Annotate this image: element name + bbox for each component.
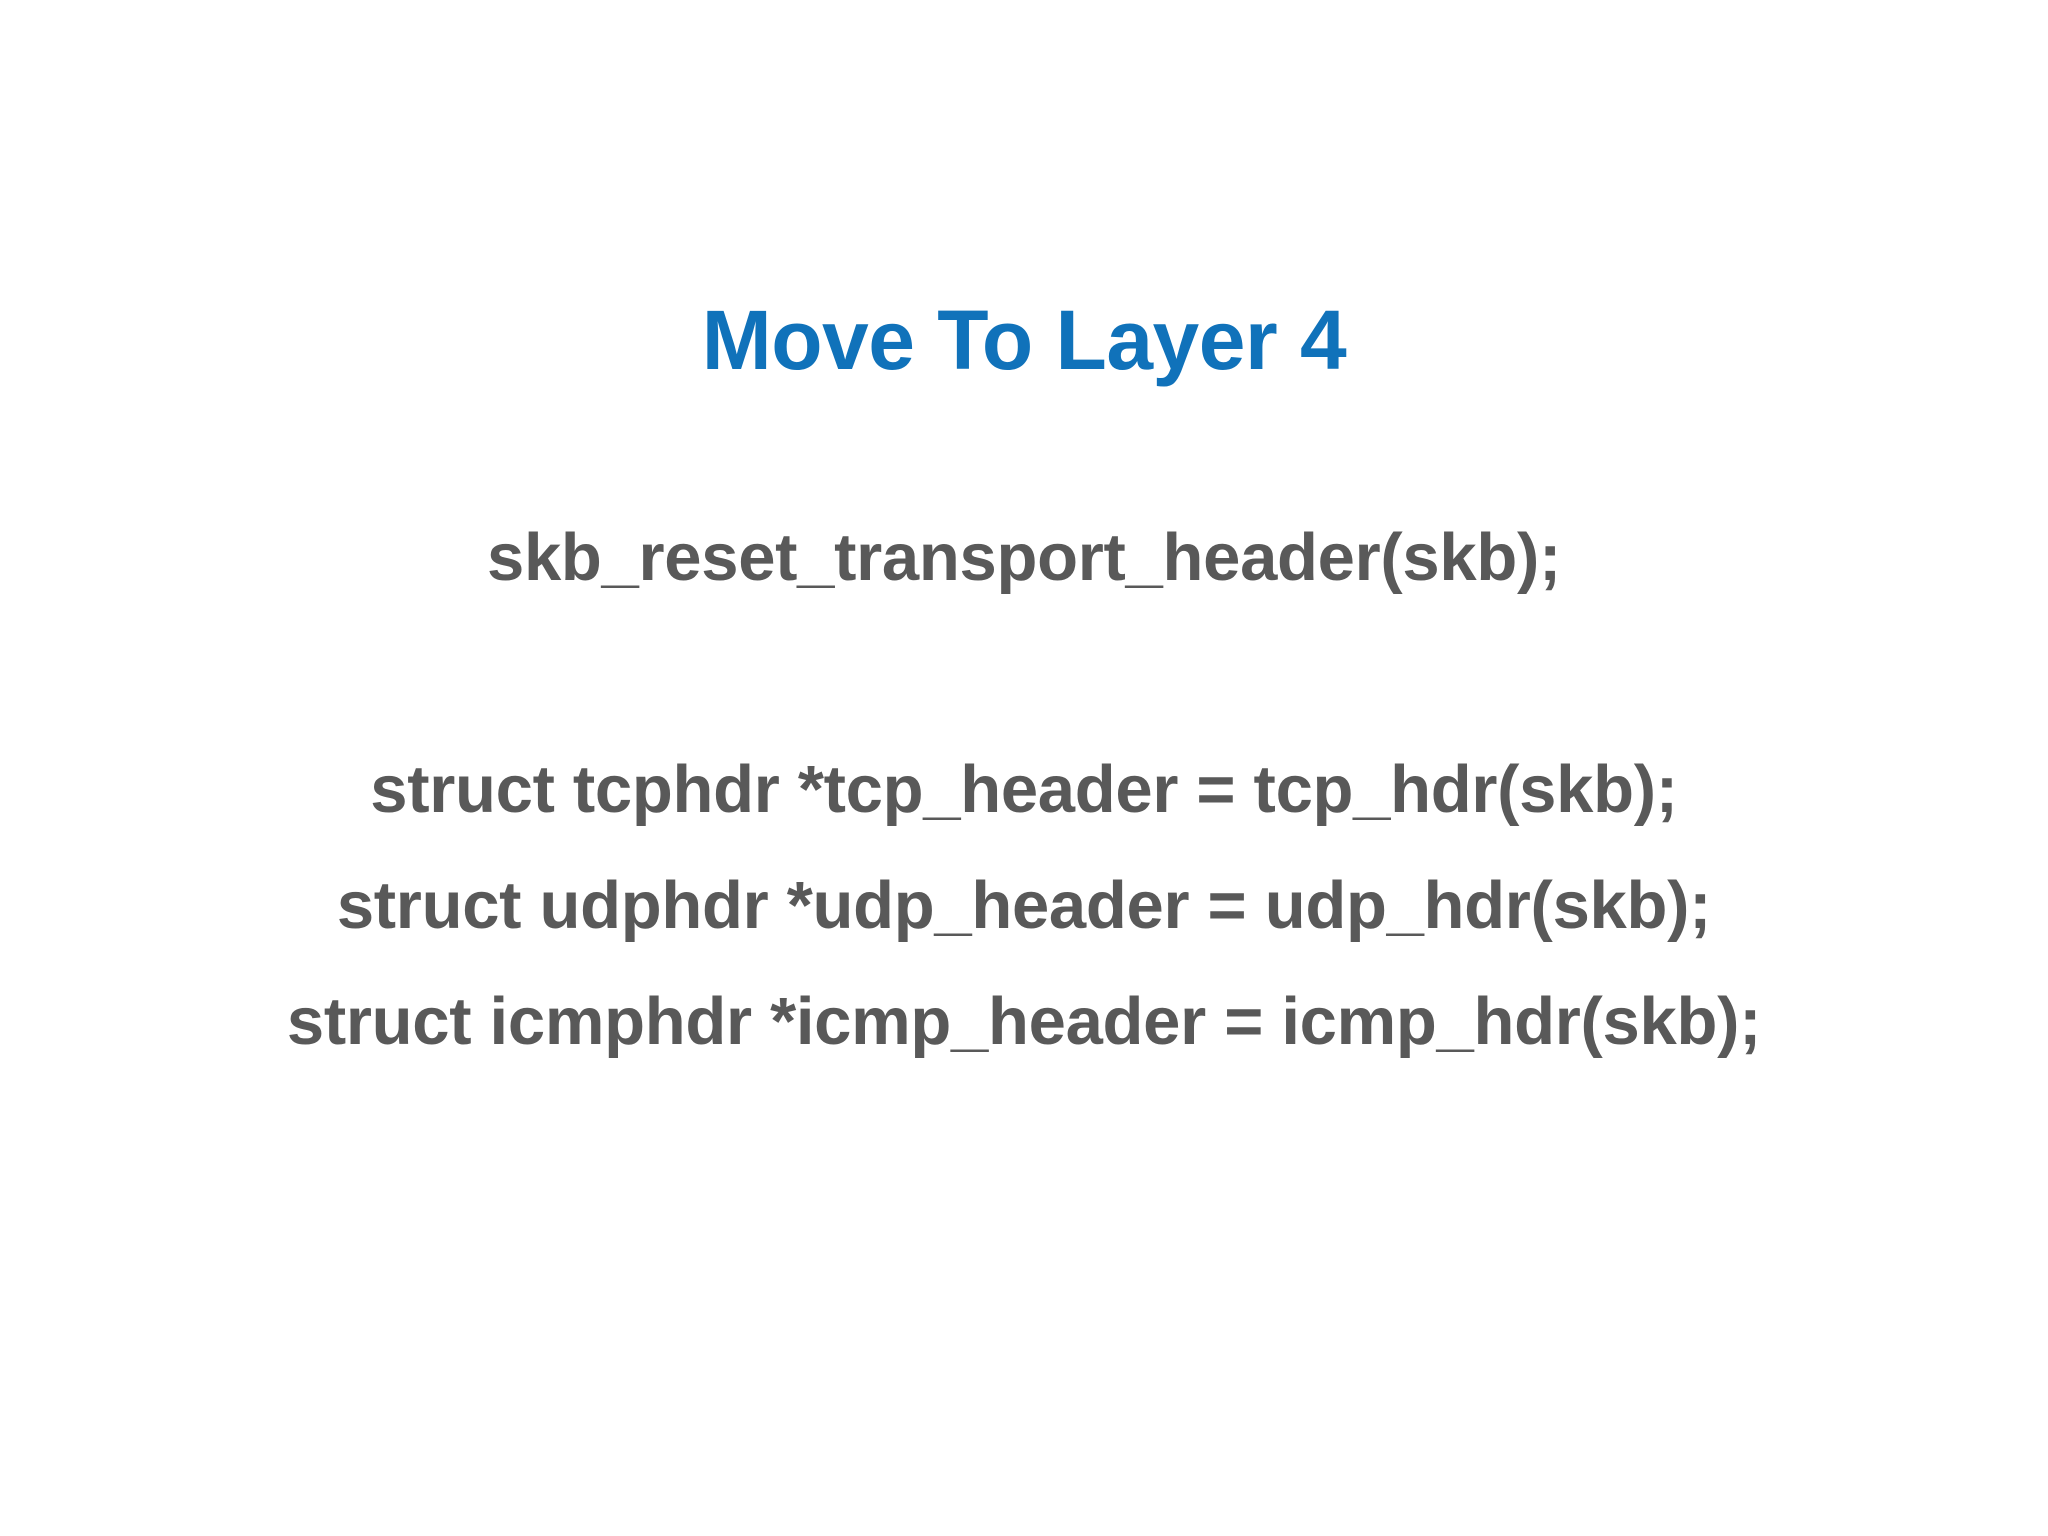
page-title: Move To Layer 4 [701,293,1347,388]
code-line-tcp: struct tcphdr *tcp_header = tcp_hdr(skb)… [370,752,1678,827]
code-line-udp: struct udphdr *udp_header = udp_hdr(skb)… [336,868,1712,943]
code-line-icmp: struct icmphdr *icmp_header = icmp_hdr(s… [286,984,1762,1059]
slide-body-block: skb_reset_transport_header(skb); struct … [0,500,2048,1080]
code-line-blank [0,616,2048,732]
slide-title-block: Move To Layer 4 [0,242,2048,439]
code-line-1: skb_reset_transport_header(skb); [487,520,1561,595]
